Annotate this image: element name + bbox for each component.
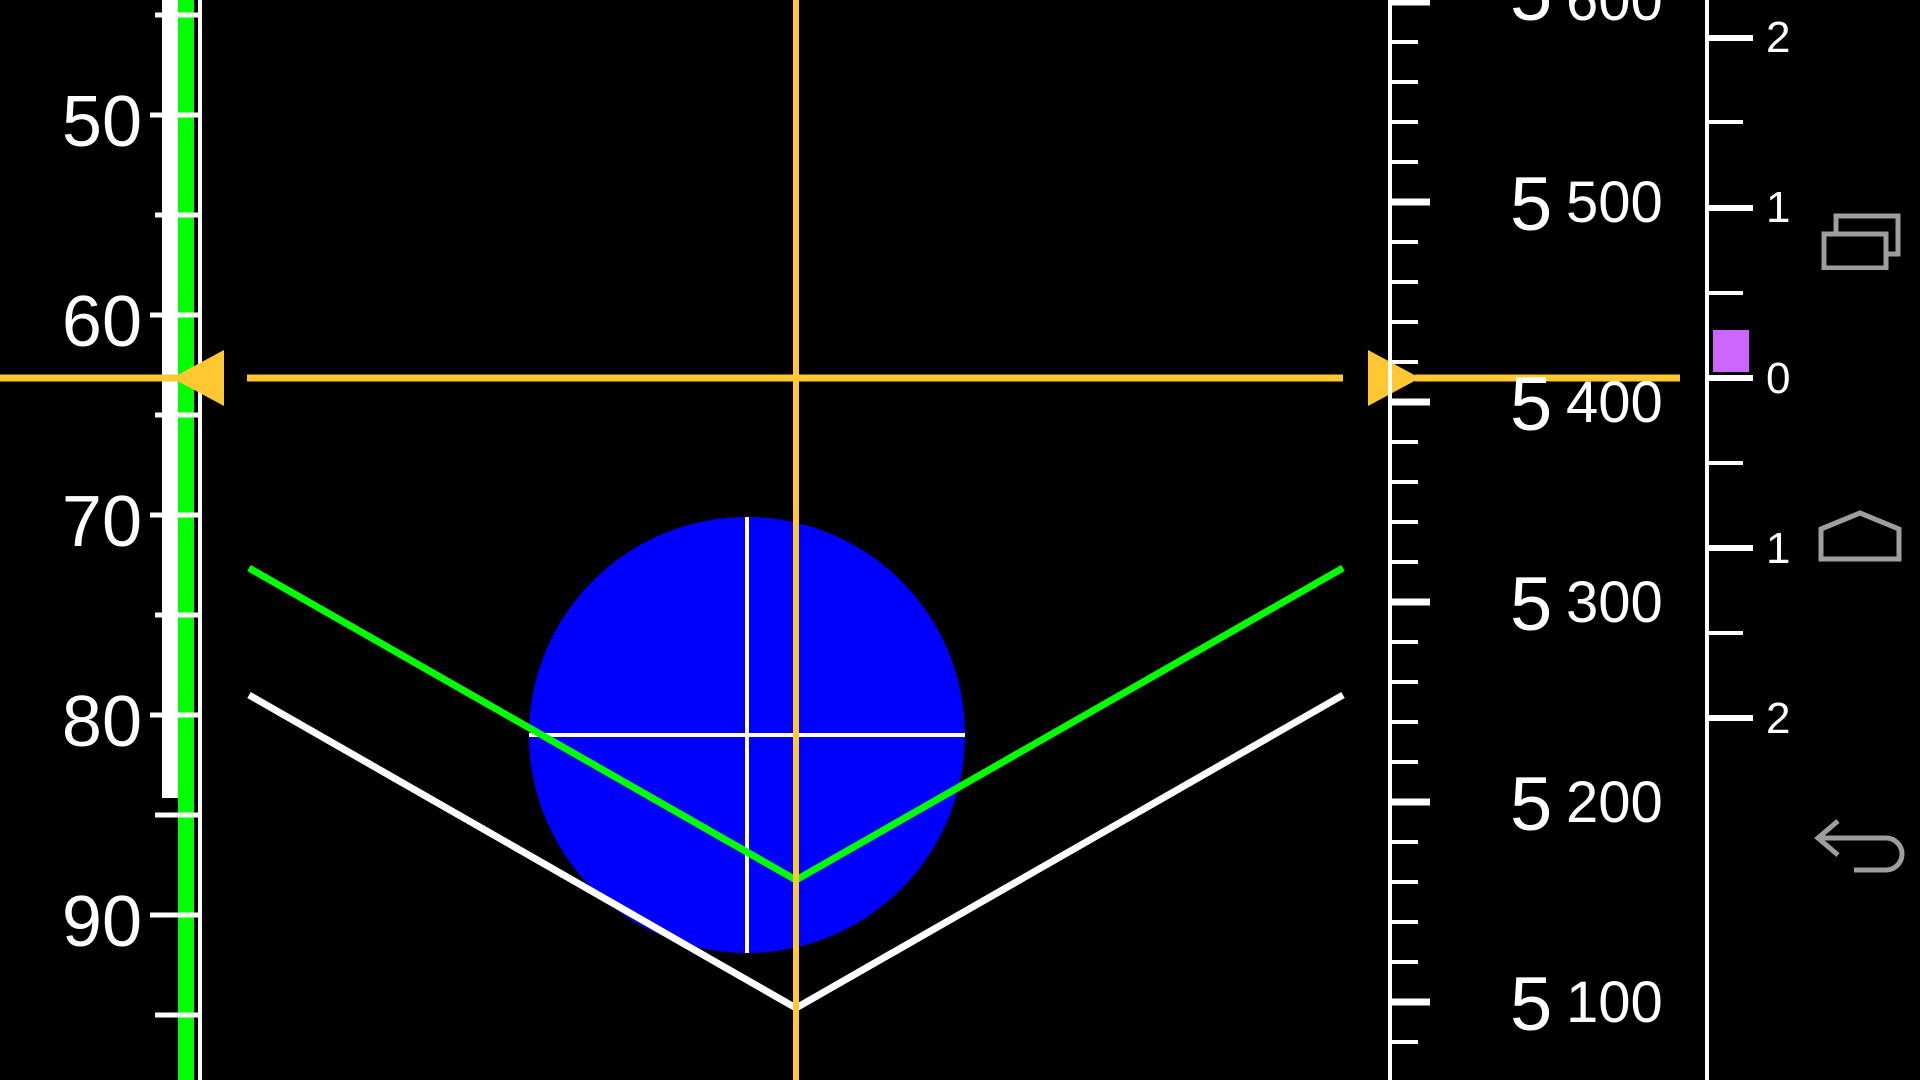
altitude-hundreds: 600 [1566,0,1663,33]
back-button[interactable] [1810,795,1910,885]
altitude-hundreds: 400 [1566,370,1663,435]
altitude-label: 5 400 [1510,362,1663,447]
altitude-thousands: 5 [1510,0,1552,37]
vertical-speed-indicator [1713,330,1749,372]
recents-button[interactable] [1810,195,1910,285]
altitude-thousands: 5 [1510,162,1552,247]
altitude-hundreds: 100 [1566,970,1663,1035]
altitude-ticks [1390,0,1430,1044]
altitude-label: 5 600 [1510,0,1663,37]
attitude-indicator [0,0,1680,1080]
altitude-thousands: 5 [1510,962,1552,1047]
speed-label: 60 [62,282,142,362]
back-icon [1814,819,1905,873]
altitude-label: 5 100 [1510,962,1663,1047]
vs-label: 1 [1766,524,1790,573]
altitude-hundreds: 200 [1566,770,1663,835]
altitude-hundreds: 500 [1566,170,1663,235]
vs-label: 2 [1766,13,1790,62]
altitude-label: 5 500 [1510,162,1663,247]
altitude-hundreds: 300 [1566,570,1663,635]
vs-label: 2 [1766,694,1790,743]
altitude-thousands: 5 [1510,762,1552,847]
altitude-label: 5 300 [1510,562,1663,647]
altitude-label: 5 200 [1510,762,1663,847]
home-icon [1818,510,1902,562]
recents-icon [1821,213,1901,270]
speed-label: 80 [62,682,142,762]
altitude-thousands: 5 [1510,562,1552,647]
speed-ticks [150,12,200,1018]
vertical-speed-scale: 2 1 0 1 2 [1705,0,1790,1080]
speed-trend-bar [178,0,194,1080]
speed-label: 90 [62,882,142,962]
speed-bug-left [172,350,224,406]
speed-label: 50 [62,82,142,162]
speed-tape-line [162,0,178,798]
vs-label: 0 [1766,354,1790,403]
altitude-tape: 5 600 5 500 5 400 5 300 5 200 5 100 [1388,0,1663,1080]
speed-tape: 50 60 70 80 90 [62,0,202,1080]
navigation-bar [1800,0,1920,1080]
speed-label: 70 [62,482,142,562]
altitude-thousands: 5 [1510,362,1552,447]
vs-label: 1 [1766,183,1790,232]
home-button[interactable] [1810,492,1910,582]
speed-bug-right [1368,350,1420,406]
